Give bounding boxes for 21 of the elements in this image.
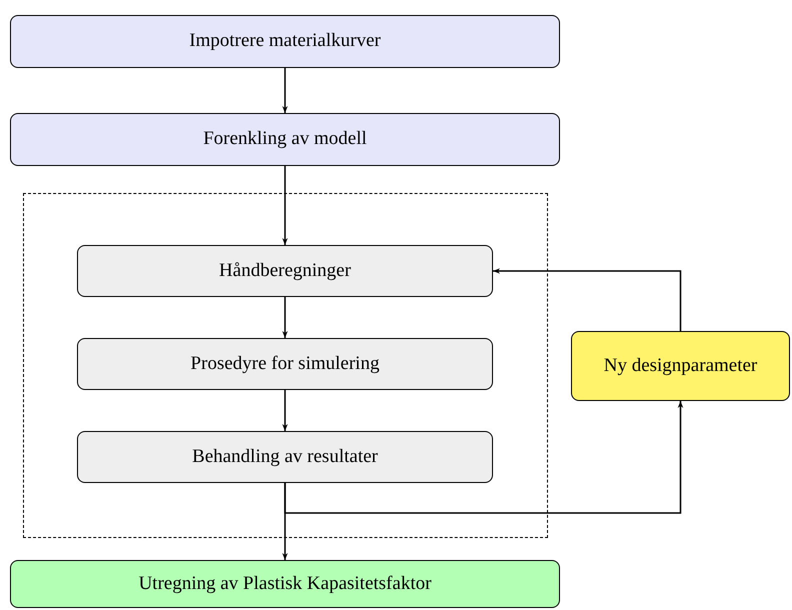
arrow <box>282 68 288 113</box>
process-box <box>77 338 493 390</box>
arrow <box>493 268 682 331</box>
process-box <box>571 331 790 401</box>
arrow <box>284 401 684 514</box>
box-label: Ny designparameter <box>604 354 758 378</box>
arrow <box>282 297 288 338</box>
box-label: Håndberegninger <box>219 260 351 282</box>
box-label: Impotrere materialkurver <box>189 30 381 53</box>
box-label: Forenkling av modell <box>203 128 367 151</box>
arrow <box>282 166 288 245</box>
process-box <box>77 431 493 483</box>
process-box <box>10 113 560 166</box>
box-label: Utregning av Plastisk Kapasitetsfaktor <box>138 572 432 596</box>
box-label: Behandling av resultater <box>192 446 378 468</box>
box-label: Prosedyre for simulering <box>190 352 380 376</box>
arrow <box>282 390 288 431</box>
dashed-group-frame <box>23 193 548 538</box>
process-box <box>10 15 560 68</box>
process-box <box>77 245 493 297</box>
process-box <box>10 560 560 608</box>
